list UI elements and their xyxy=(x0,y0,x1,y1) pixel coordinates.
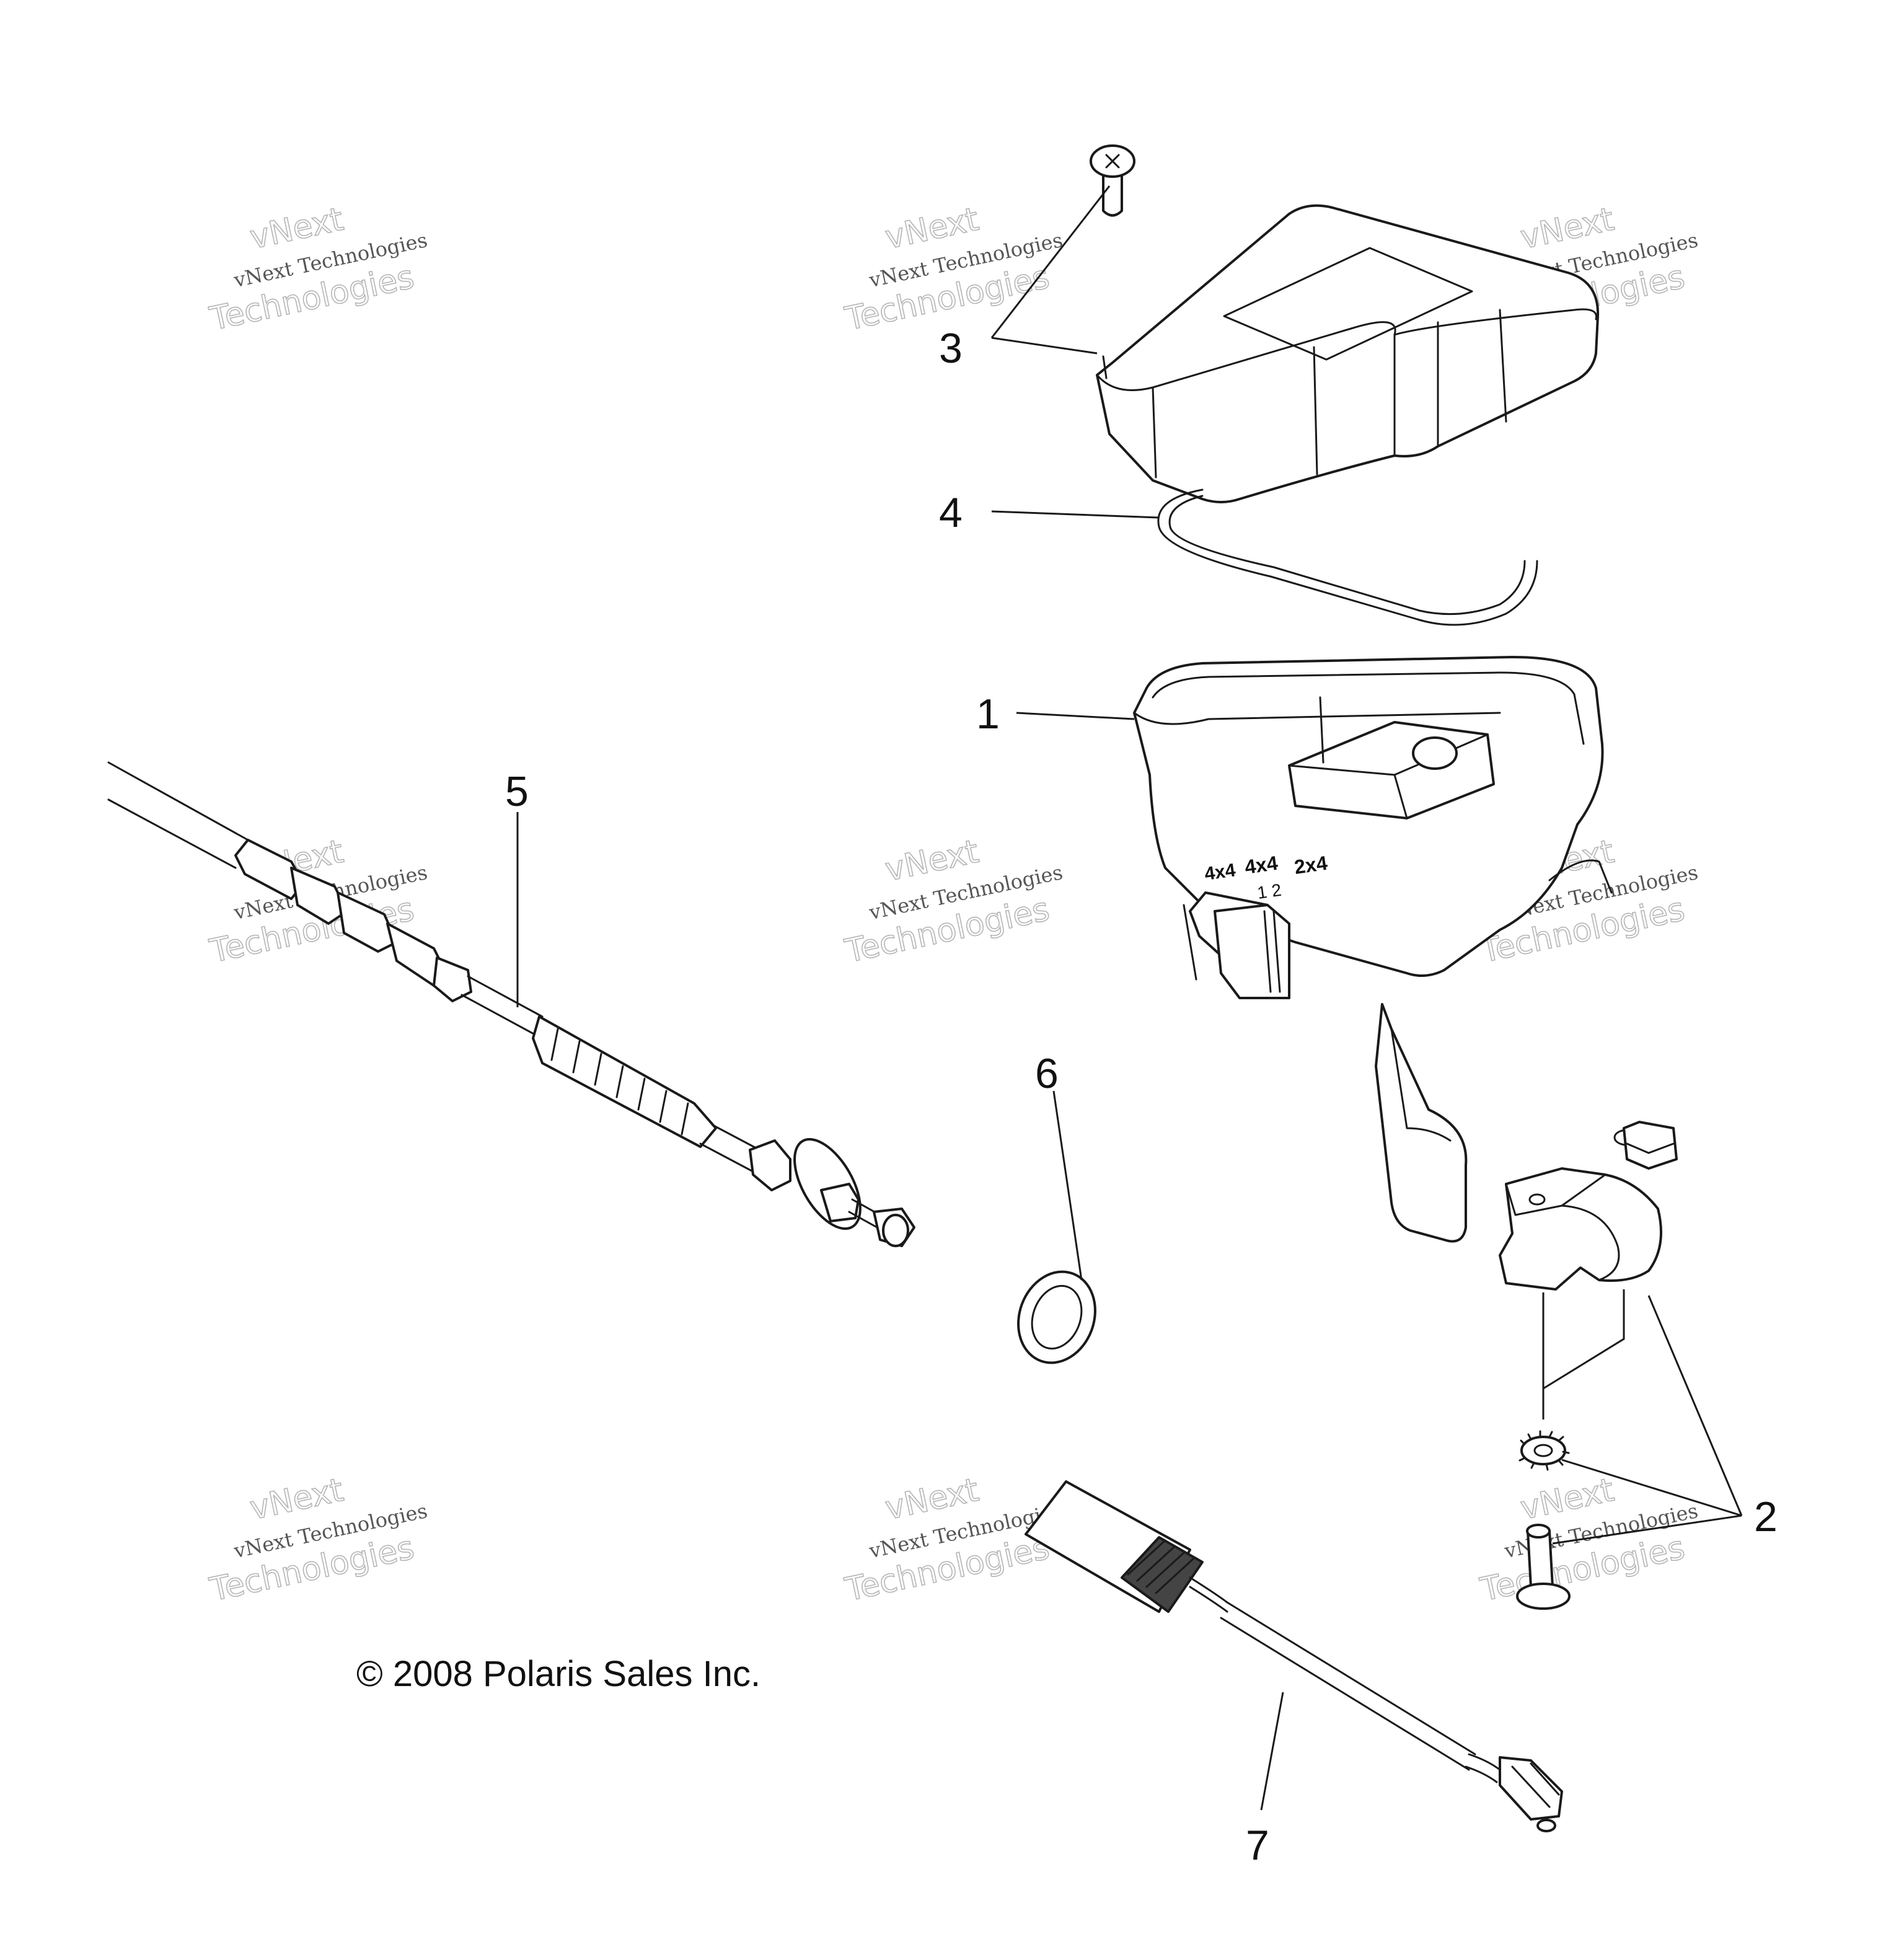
part-3-cover xyxy=(1096,204,1600,503)
copyright-text: © 2008 Polaris Sales Inc. xyxy=(356,1654,760,1694)
part-6-seal xyxy=(1017,1270,1096,1364)
part-7-harness xyxy=(1025,1480,1563,1832)
switch-label-numbers: 1 2 xyxy=(1256,880,1283,903)
watermark: vNext vNext Technologies Technologies xyxy=(206,200,430,338)
callout-5: 5 xyxy=(505,768,529,815)
callout-4: 4 xyxy=(939,489,963,536)
leader-2-bolt-axis xyxy=(1542,1289,1625,1420)
leader-2b xyxy=(1561,1459,1742,1517)
watermark: vNext vNext Technologies Technologies xyxy=(1476,1471,1700,1609)
leader-1 xyxy=(1016,712,1135,720)
switch-label-4x4-top: 4x4 xyxy=(1203,860,1236,885)
part-2-screw xyxy=(1516,1524,1571,1610)
callout-1: 1 xyxy=(976,691,1000,738)
watermark: vNext vNext Technologies Technologies xyxy=(841,832,1065,971)
part-5-cable xyxy=(107,761,915,1247)
part-3-screw xyxy=(1090,144,1135,217)
leader-2a xyxy=(1647,1295,1743,1516)
callout-7: 7 xyxy=(1246,1822,1269,1869)
watermark: vNext vNext Technologies Technologies xyxy=(841,1471,1065,1609)
part-4-gasket xyxy=(1157,488,1538,626)
leader-3b xyxy=(991,337,1098,355)
part-2-clamp xyxy=(1499,1121,1678,1291)
watermark: vNext vNext Technologies Technologies xyxy=(841,200,1065,338)
leader-7 xyxy=(1260,1692,1284,1811)
leader-2c xyxy=(1552,1514,1742,1545)
leader-6 xyxy=(1052,1090,1083,1281)
watermark: vNext vNext Technologies Technologies xyxy=(206,1471,430,1609)
part-1-switch-housing: 4x4 4x4 2x4 1 2 xyxy=(1133,656,1613,1243)
callout-6: 6 xyxy=(1035,1050,1059,1097)
switch-label-2x4: 2x4 xyxy=(1293,852,1329,878)
callout-3: 3 xyxy=(939,325,963,372)
part-2-lockwasher xyxy=(1518,1430,1570,1471)
leader-3a xyxy=(990,185,1111,338)
callout-2: 2 xyxy=(1754,1493,1778,1540)
switch-label-4x4: 4x4 xyxy=(1243,852,1279,878)
leader-4 xyxy=(991,510,1160,519)
